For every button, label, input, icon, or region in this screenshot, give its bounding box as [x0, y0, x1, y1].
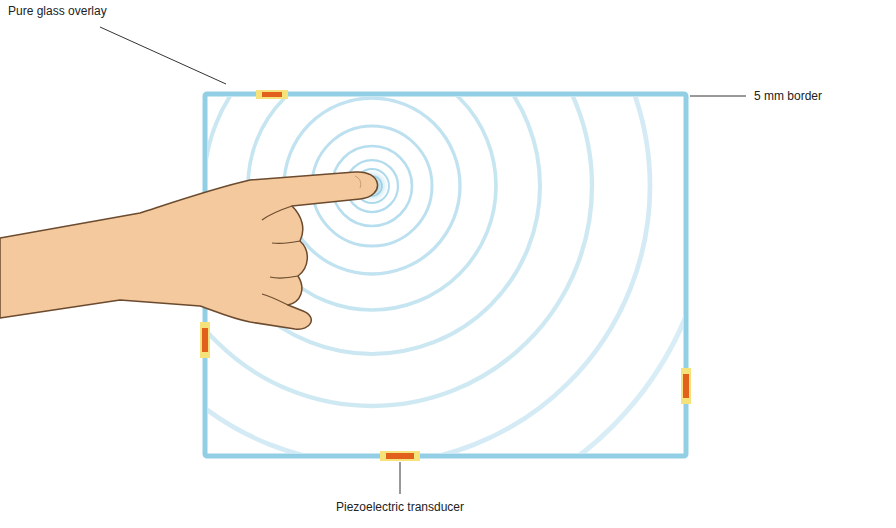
part-label: Piezoelectric transducer — [334, 500, 466, 515]
part-label: Pure glass overlay — [6, 4, 109, 19]
leader-lines — [100, 27, 746, 494]
dimension-label: 5 mm border — [752, 89, 824, 104]
pointing-hand — [0, 172, 378, 329]
